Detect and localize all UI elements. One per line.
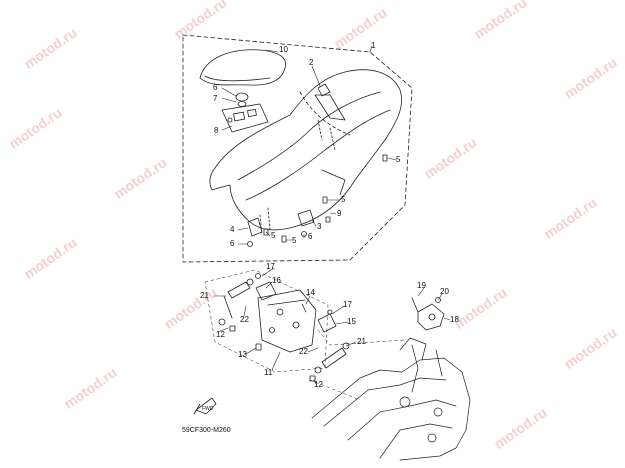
callout-10: 10 bbox=[279, 45, 288, 54]
callout-2: 2 bbox=[309, 58, 314, 67]
part-16-bracket bbox=[255, 281, 277, 301]
part-3-bracket bbox=[297, 209, 315, 227]
callout-17-top: 17 bbox=[266, 262, 275, 271]
callout-3: 3 bbox=[317, 222, 322, 231]
callout-4: 4 bbox=[230, 225, 235, 234]
leader-lines-lower bbox=[213, 267, 451, 385]
part-8-switch-panel bbox=[221, 103, 269, 133]
callout-7: 7 bbox=[213, 94, 218, 103]
callout-21-right: 21 bbox=[357, 337, 366, 346]
part-11-plate bbox=[257, 289, 317, 353]
callout-5-mid: 5 bbox=[341, 195, 346, 204]
callout-12-right: 12 bbox=[314, 380, 323, 389]
callout-21-left: 21 bbox=[200, 291, 209, 300]
callout-6-mid: 6 bbox=[308, 232, 313, 241]
bolt-group bbox=[263, 154, 388, 243]
part-18-lock bbox=[417, 303, 445, 331]
seat-assembly-outline bbox=[182, 34, 413, 263]
part-4-bracket bbox=[247, 217, 263, 237]
fwd-arrow-icon: FWD bbox=[193, 397, 217, 415]
callout-1: 1 bbox=[371, 41, 376, 50]
leader-lines-upper bbox=[221, 45, 397, 245]
callout-20: 20 bbox=[440, 287, 449, 296]
lower-assembly-outline bbox=[204, 269, 329, 373]
callout-17-right: 17 bbox=[343, 300, 352, 309]
part-15-bracket bbox=[317, 313, 337, 333]
callout-16: 16 bbox=[272, 276, 281, 285]
callout-18: 18 bbox=[450, 315, 459, 324]
callout-6-left: 6 bbox=[230, 239, 235, 248]
part-7-knob bbox=[235, 92, 249, 102]
callout-5-lower: 5 bbox=[292, 236, 297, 245]
frame-structure bbox=[311, 337, 471, 461]
callout-5-center: 5 bbox=[271, 231, 276, 240]
fwd-label: FWD bbox=[202, 406, 214, 412]
callout-14: 14 bbox=[306, 288, 315, 297]
part-21-damper-right bbox=[321, 347, 347, 369]
part-2-strap bbox=[317, 83, 331, 97]
callout-5-right: 5 bbox=[396, 155, 401, 164]
callout-22-left: 22 bbox=[240, 315, 249, 324]
callout-15: 15 bbox=[347, 317, 356, 326]
part-10-cover bbox=[199, 49, 287, 86]
callout-22-right: 22 bbox=[299, 347, 308, 356]
callout-13: 13 bbox=[238, 350, 247, 359]
callout-19: 19 bbox=[417, 281, 426, 290]
callout-6-top: 6 bbox=[213, 83, 218, 92]
callout-12-left: 12 bbox=[216, 330, 225, 339]
callout-8: 8 bbox=[214, 126, 219, 135]
diagram-code: 59CF300-M260 bbox=[182, 427, 231, 434]
part-21-damper-left bbox=[227, 281, 251, 299]
callout-11: 11 bbox=[264, 368, 273, 377]
callout-9: 9 bbox=[337, 209, 342, 218]
part-1-seat bbox=[209, 69, 402, 231]
